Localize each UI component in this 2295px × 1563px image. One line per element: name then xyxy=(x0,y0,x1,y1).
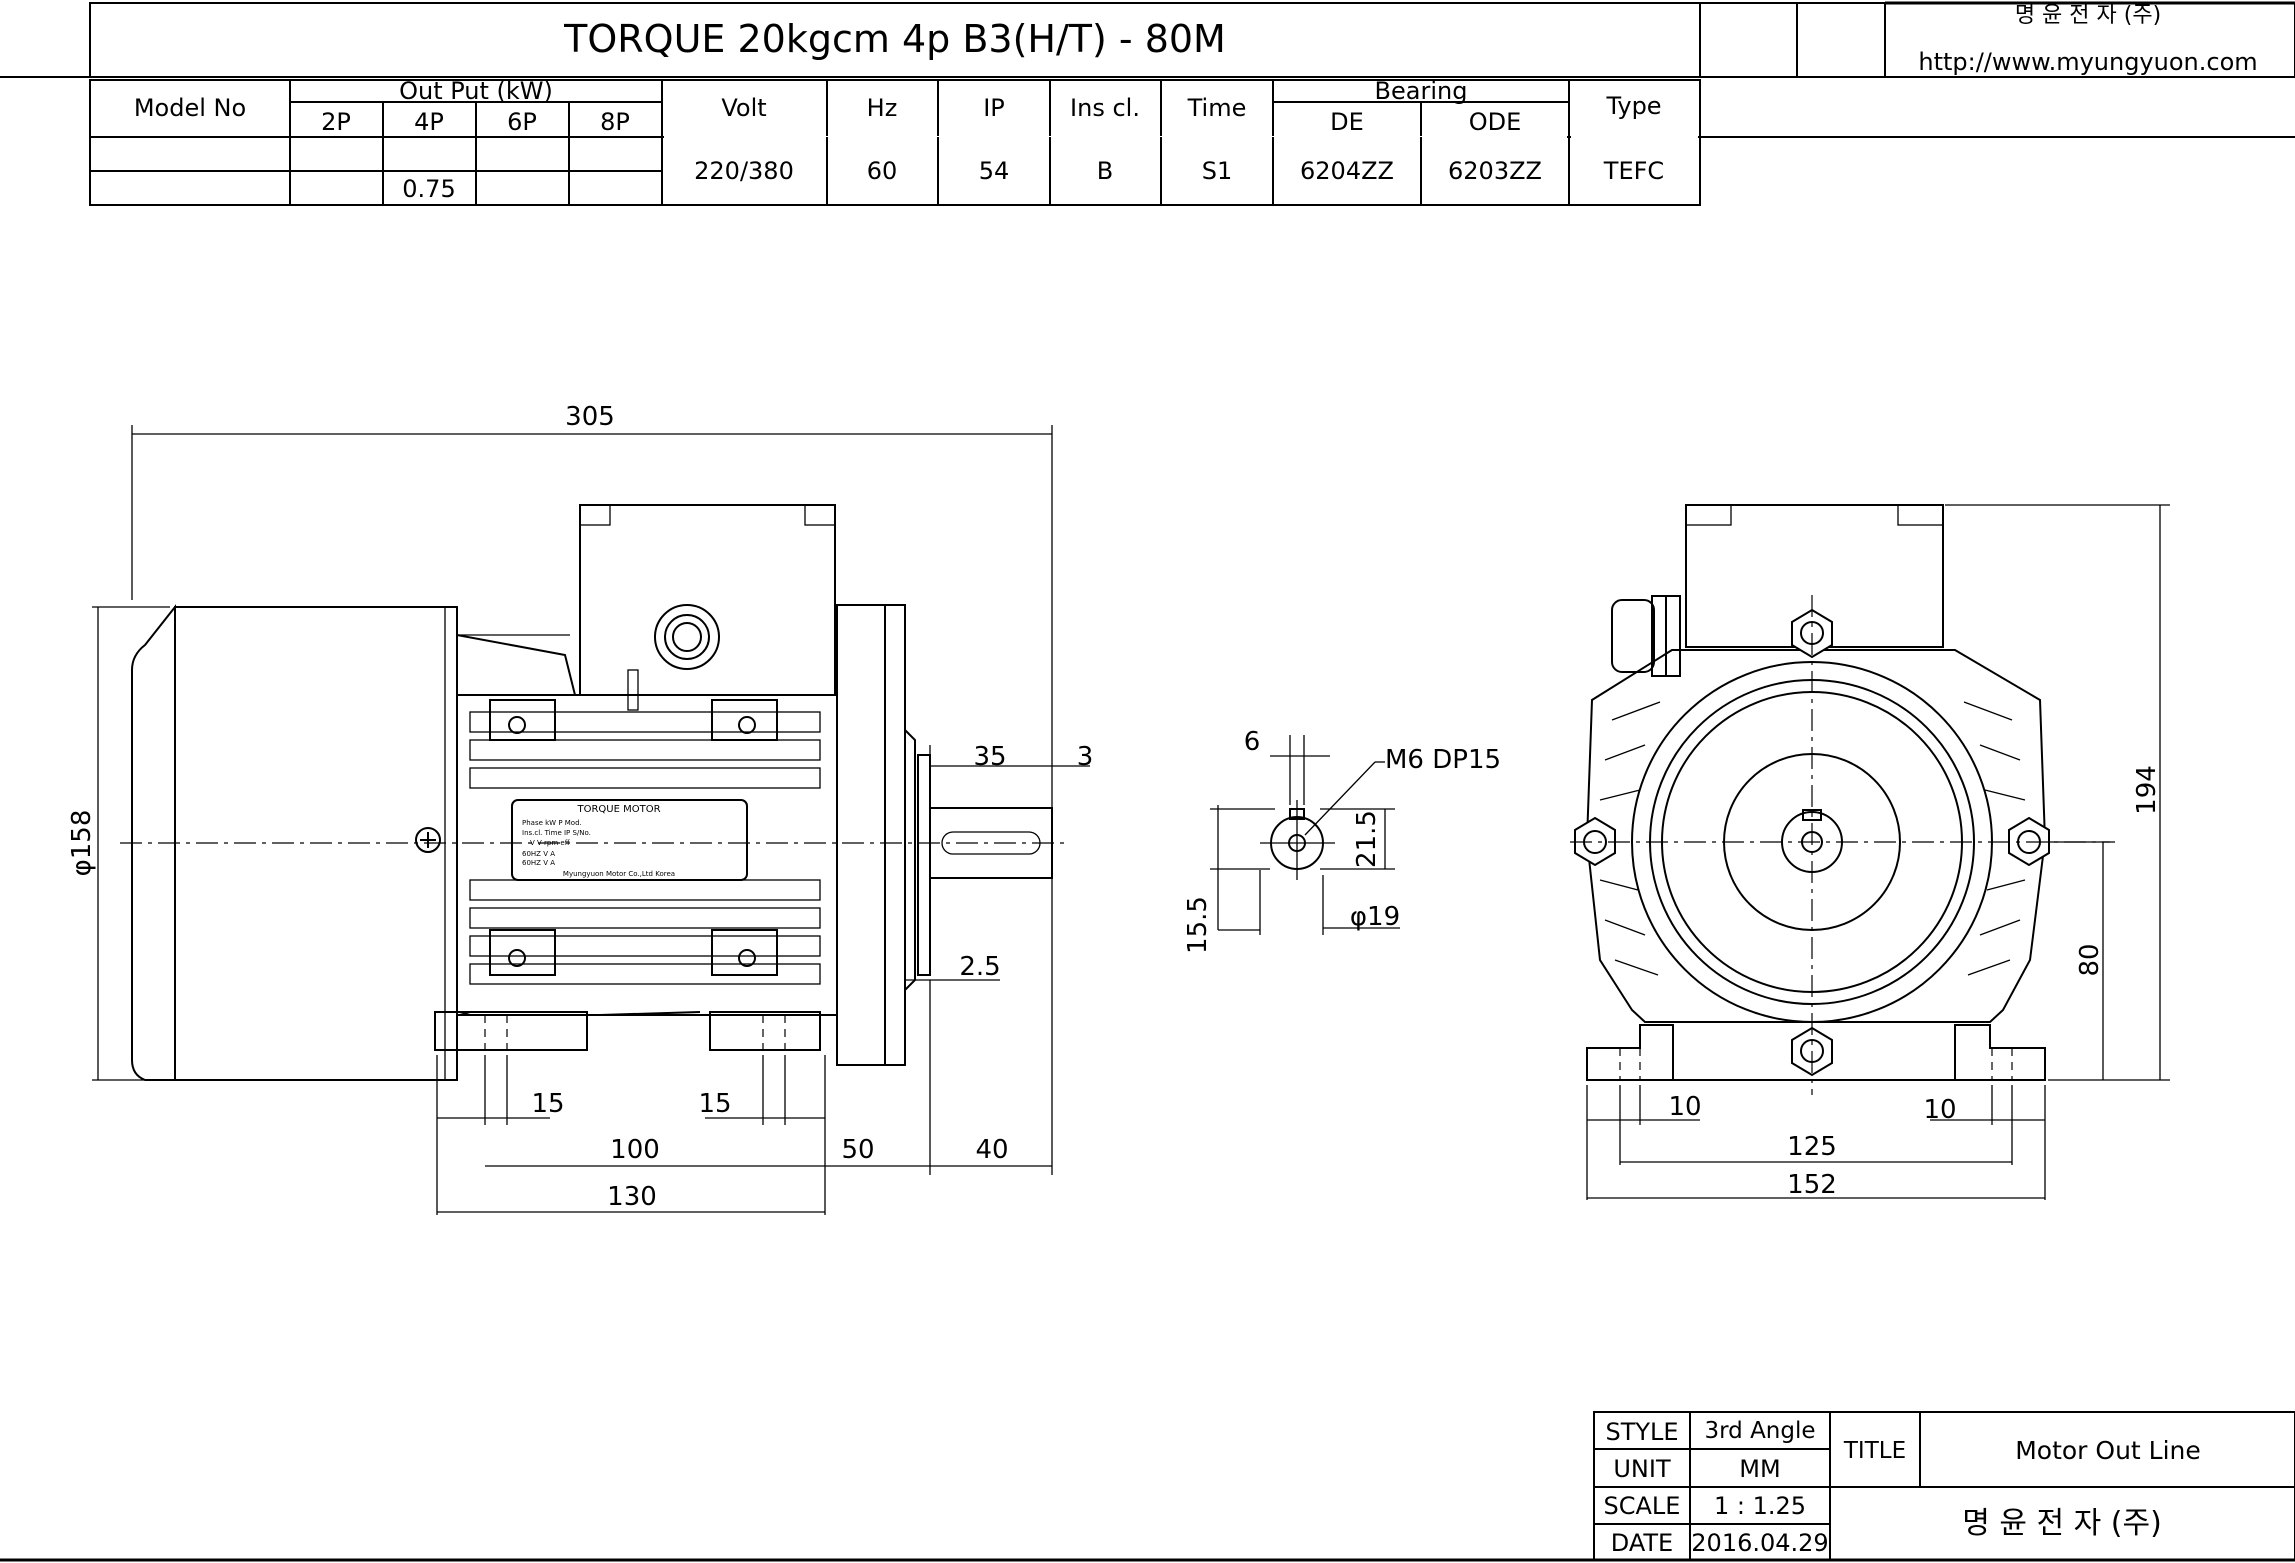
dim-overall-length: 305 xyxy=(565,402,615,432)
earth-screw-icon xyxy=(415,827,441,853)
col-output: Out Put (kW) xyxy=(399,77,553,105)
tb-style-value: 3rd Angle xyxy=(1704,1418,1815,1444)
val-ode: 6203ZZ xyxy=(1448,157,1542,185)
col-volt: Volt xyxy=(721,94,766,122)
val-time: S1 xyxy=(1202,157,1233,185)
col-ip: IP xyxy=(983,94,1005,122)
tb-unit-label: UNIT xyxy=(1613,1455,1671,1483)
motor-nameplate: TORQUE MOTOR Phase kW P Mod. Ins.cl. Tim… xyxy=(511,799,748,881)
dim-key-height: 21.5 xyxy=(1352,810,1382,868)
col-4p: 4P xyxy=(414,108,444,136)
col-8p: 8P xyxy=(600,108,630,136)
dim-foot-hole-distance: 100 xyxy=(610,1135,660,1165)
dim-shaft-extension: 40 xyxy=(975,1135,1008,1165)
side-view: TORQUE MOTOR Phase kW P Mod. Ins.cl. Tim… xyxy=(67,402,1093,1215)
dim-foot-to-flange: 50 xyxy=(841,1135,874,1165)
dim-total-height: 194 xyxy=(2132,765,2162,815)
col-ins: Ins cl. xyxy=(1070,94,1140,122)
dim-foot-left: 10 xyxy=(1668,1092,1701,1122)
drawing-title: TORQUE 20kgcm 4p B3(H/T) - 80M xyxy=(563,17,1226,61)
tb-scale-label: SCALE xyxy=(1604,1492,1681,1520)
dim-foot-width-left: 15 xyxy=(531,1089,564,1119)
company-url: http://www.myungyuon.com xyxy=(1918,48,2257,76)
dim-total-width: 152 xyxy=(1787,1170,1837,1200)
dim-flange-gap: 2.5 xyxy=(959,952,1000,982)
dim-foot-width-right: 15 xyxy=(698,1089,731,1119)
col-hz: Hz xyxy=(867,94,898,122)
tb-title-label: TITLE xyxy=(1843,1438,1906,1464)
tb-scale-value: 1 : 1.25 xyxy=(1714,1492,1806,1520)
nameplate-row-4: 60HZ V A xyxy=(522,850,555,858)
tb-unit-value: MM xyxy=(1739,1455,1780,1483)
dim-hole-distance: 125 xyxy=(1787,1132,1837,1162)
company-name-top: 명 윤 전 자 (주) xyxy=(2015,3,2161,28)
col-2p: 2P xyxy=(321,108,351,136)
cooling-fins xyxy=(469,711,821,985)
dim-shaft-diameter: φ19 xyxy=(1350,902,1400,932)
spec-table: Model No Out Put (kW) 2P 4P 6P 8P Volt H… xyxy=(89,77,2295,206)
header: TORQUE 20kgcm 4p B3(H/T) - 80M 명 윤 전 자 (… xyxy=(0,1,2295,78)
dim-shaft-offset: 15.5 xyxy=(1183,896,1213,954)
val-ip: 54 xyxy=(979,157,1010,185)
dim-shaft-height: 80 xyxy=(2075,943,2105,976)
val-volt: 220/380 xyxy=(694,157,794,185)
tb-date-value: 2016.04.29 xyxy=(1691,1529,1828,1557)
dim-foot-total: 130 xyxy=(607,1182,657,1212)
dim-frame-diameter: φ158 xyxy=(67,810,97,877)
front-fins xyxy=(1599,701,2026,976)
col-ode: ODE xyxy=(1469,108,1522,136)
col-de: DE xyxy=(1330,108,1364,136)
dim-shaft-length: 35 xyxy=(973,742,1006,772)
dim-key-width: 6 xyxy=(1244,727,1261,757)
dim-shaft-step: 3 xyxy=(1077,742,1094,772)
tb-style-label: STYLE xyxy=(1605,1418,1678,1446)
val-de: 6204ZZ xyxy=(1300,157,1394,185)
nameplate-title: TORQUE MOTOR xyxy=(576,804,660,815)
tb-company: 명 윤 전 자 (주) xyxy=(1962,1506,2162,1541)
shaft-section: 6 M6 DP15 21.5 φ19 15.5 xyxy=(1183,727,1501,954)
dim-foot-right: 10 xyxy=(1923,1095,1956,1125)
nameplate-row-5: 60HZ V A xyxy=(522,859,555,867)
label-thread: M6 DP15 xyxy=(1385,745,1501,775)
col-6p: 6P xyxy=(507,108,537,136)
nameplate-row-2: Ins.cl. Time IP S/No. xyxy=(522,829,591,837)
val-hz: 60 xyxy=(867,157,898,185)
col-bearing: Bearing xyxy=(1375,77,1468,105)
title-block: STYLE 3rd Angle UNIT MM SCALE 1 : 1.25 D… xyxy=(0,1411,2295,1562)
front-view: 194 80 10 10 125 152 xyxy=(1570,504,2170,1200)
col-type: Type xyxy=(1605,92,1661,120)
val-type: TEFC xyxy=(1603,157,1664,185)
col-time: Time xyxy=(1187,94,1247,122)
tb-date-label: DATE xyxy=(1611,1529,1673,1557)
tb-title-value: Motor Out Line xyxy=(2015,1436,2201,1465)
col-model-no: Model No xyxy=(134,94,246,122)
val-ins: B xyxy=(1097,157,1113,185)
nameplate-maker: Myungyuon Motor Co.,Ltd Korea xyxy=(563,870,675,878)
val-output-4p: 0.75 xyxy=(402,175,455,203)
nameplate-row-1: Phase kW P Mod. xyxy=(522,819,582,827)
